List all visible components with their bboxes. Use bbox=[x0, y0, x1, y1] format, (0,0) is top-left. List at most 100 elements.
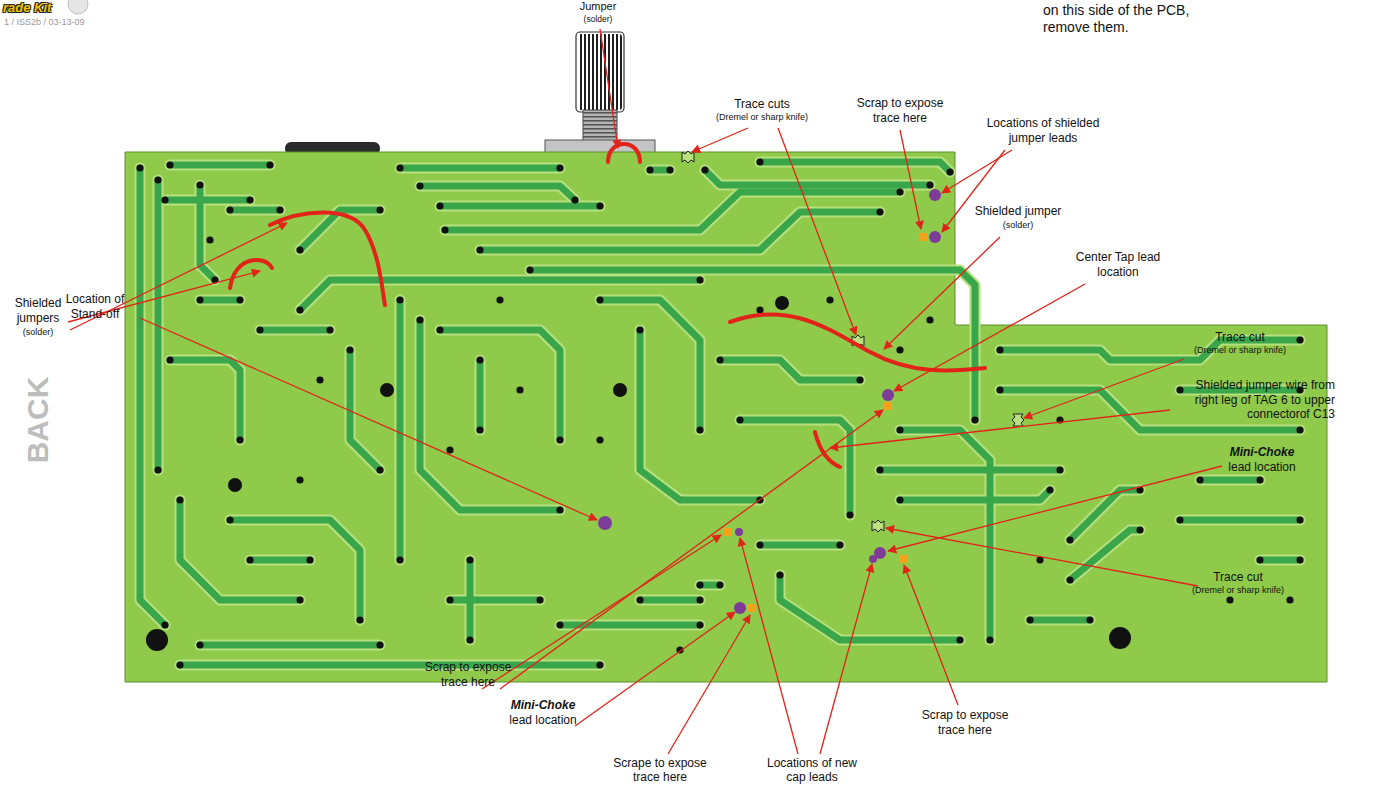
callout-label: Scrap to expose trace here bbox=[910, 708, 1020, 737]
standoff-location bbox=[598, 516, 612, 530]
solder-pad bbox=[856, 376, 863, 383]
pcb-trace bbox=[180, 500, 300, 600]
pcb-trace bbox=[720, 360, 860, 380]
solder-pad bbox=[1066, 576, 1073, 583]
solder-pad bbox=[376, 206, 383, 213]
callout-label: Scrape to expose trace here bbox=[604, 757, 716, 785]
pcb-trace bbox=[760, 162, 950, 172]
mounting-hole bbox=[380, 383, 394, 397]
solder-pad bbox=[396, 164, 403, 171]
callout-label: Trace cut bbox=[1215, 330, 1265, 345]
leader-line bbox=[600, 29, 618, 148]
solder-pad bbox=[896, 496, 903, 503]
callout-label: Scrap to expose trace here bbox=[845, 96, 955, 125]
solder-pad bbox=[696, 276, 703, 283]
solder-pad bbox=[1046, 486, 1053, 493]
solder-pad bbox=[376, 641, 383, 648]
solder-pad bbox=[296, 476, 303, 483]
solder-pad bbox=[946, 168, 953, 175]
solder-pad bbox=[636, 326, 643, 333]
pcb-trace-edge bbox=[740, 420, 850, 515]
pcb-trace bbox=[1200, 477, 1260, 484]
lead-location bbox=[882, 389, 894, 401]
solder-pad bbox=[226, 516, 233, 523]
revision-note: 1 / ISS2b / 03-13-09 bbox=[4, 17, 85, 28]
solder-pad bbox=[1196, 476, 1203, 483]
pcb-trace-edge bbox=[1200, 475, 1260, 486]
leader-line bbox=[692, 128, 748, 152]
solder-pad bbox=[446, 596, 453, 603]
solder-pad bbox=[161, 621, 168, 628]
solder-pad bbox=[416, 316, 423, 323]
pcb-trace-edge bbox=[230, 205, 280, 216]
solder-pad bbox=[326, 326, 333, 333]
callout-note: (Dremel or sharp knife) bbox=[1192, 585, 1284, 596]
side-marker: BACK bbox=[20, 377, 57, 464]
solder-pad bbox=[236, 436, 243, 443]
leader-line bbox=[886, 528, 1198, 586]
solder-pad bbox=[876, 208, 883, 215]
solder-pad bbox=[346, 346, 353, 353]
pcb-trace bbox=[230, 520, 360, 620]
solder-pad bbox=[996, 386, 1003, 393]
pcb-trace bbox=[640, 330, 760, 500]
pcb-trace bbox=[1030, 617, 1090, 624]
pcb-trace bbox=[140, 168, 165, 625]
solder-pad bbox=[516, 386, 523, 393]
leader-line bbox=[575, 612, 735, 726]
solder-pad bbox=[356, 616, 363, 623]
solder-pad bbox=[154, 466, 161, 473]
solder-pad bbox=[256, 326, 263, 333]
solder-pad bbox=[556, 436, 563, 443]
solder-pad bbox=[1226, 596, 1233, 603]
pcb-trace-edge bbox=[530, 270, 975, 420]
lead-location bbox=[734, 602, 746, 614]
logo-text: rade Kit bbox=[3, 0, 51, 16]
callout-label: Scrap to expose trace here bbox=[413, 660, 523, 689]
solder-pad bbox=[636, 596, 643, 603]
solder-pad bbox=[161, 196, 168, 203]
solder-pad bbox=[1296, 556, 1303, 563]
solder-pad bbox=[466, 636, 473, 643]
pcb-trace bbox=[900, 490, 1050, 500]
pcb-trace bbox=[900, 430, 990, 640]
pcb-board bbox=[125, 152, 1327, 682]
pcb-trace-edge bbox=[640, 595, 700, 606]
solder-pad bbox=[176, 496, 183, 503]
solder-pad bbox=[376, 466, 383, 473]
mounting-hole bbox=[775, 296, 789, 310]
solder-pad bbox=[756, 541, 763, 548]
pot-knurled-shaft bbox=[576, 32, 624, 112]
solder-pad bbox=[396, 296, 403, 303]
pcb-trace-edge bbox=[475, 360, 486, 430]
solder-pad bbox=[476, 356, 483, 363]
callout-label: lead location bbox=[1228, 460, 1295, 475]
pot-thread-lines bbox=[583, 110, 617, 142]
pcb-trace-edge bbox=[880, 465, 1060, 476]
solder-pad bbox=[436, 326, 443, 333]
solder-pad bbox=[556, 506, 563, 513]
solder-pad bbox=[696, 596, 703, 603]
solder-pad bbox=[1296, 516, 1303, 523]
pcb-trace-edge bbox=[705, 170, 930, 185]
solder-pad bbox=[236, 296, 243, 303]
pcb-trace-edge bbox=[450, 595, 540, 606]
pcb-trace bbox=[740, 420, 850, 515]
pcb-trace bbox=[260, 327, 330, 334]
solder-pad bbox=[536, 596, 543, 603]
callout-label: Center Tap lead location bbox=[1068, 250, 1168, 279]
pcb-trace bbox=[170, 162, 270, 169]
callout-note: (Dremel or sharp knife) bbox=[1194, 345, 1286, 356]
solder-pad bbox=[1256, 476, 1263, 483]
solder-pad bbox=[716, 581, 723, 588]
solder-pad bbox=[246, 556, 253, 563]
solder-pad bbox=[696, 621, 703, 628]
solder-pad bbox=[1056, 466, 1063, 473]
solder-pad bbox=[1176, 516, 1183, 523]
solder-jumper bbox=[608, 144, 640, 162]
leader-line bbox=[778, 128, 856, 335]
lead-location bbox=[735, 528, 743, 536]
solder-pad bbox=[696, 426, 703, 433]
callout-note: (solder) bbox=[584, 14, 613, 24]
